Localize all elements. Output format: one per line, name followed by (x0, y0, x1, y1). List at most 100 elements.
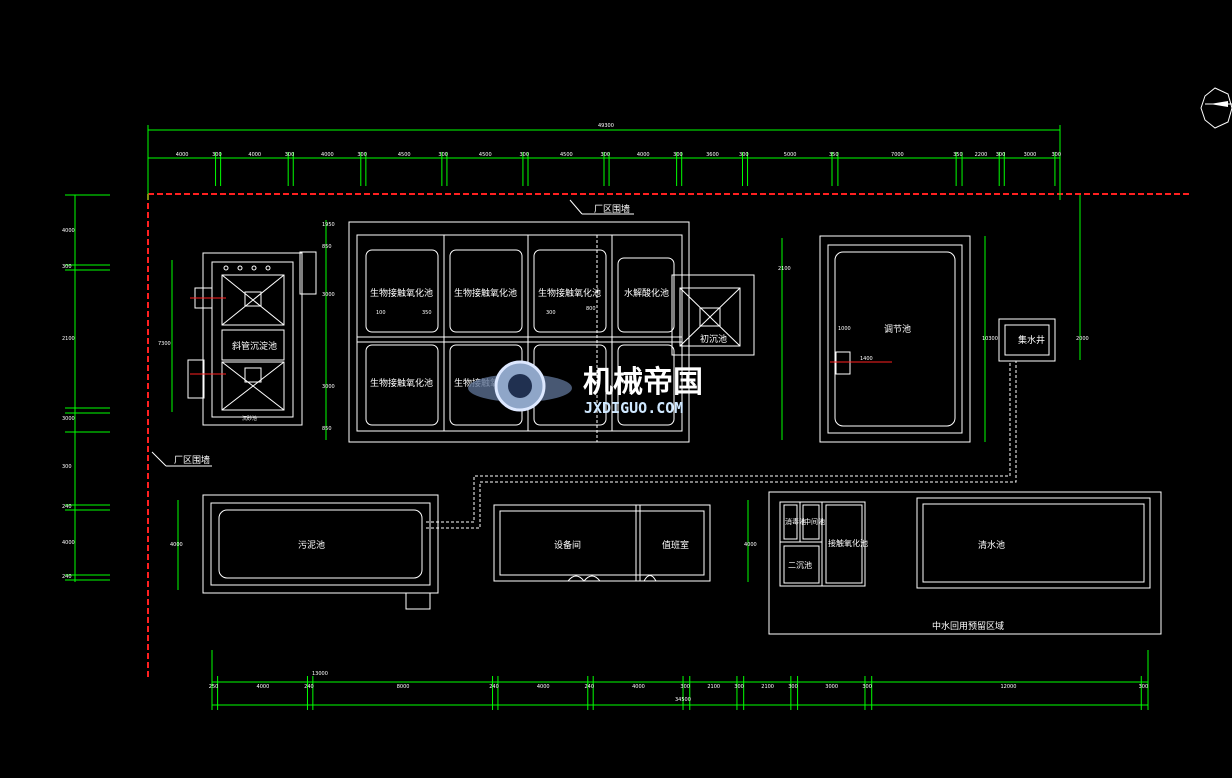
grit-label: 沉砂池 (242, 415, 257, 422)
dim-100: 100 (376, 310, 386, 316)
top-dim: 4000 (637, 152, 650, 158)
sec-settle-label: 二沉池 (788, 560, 812, 570)
pipe-routes (426, 361, 1017, 529)
bottom-dim: 4000 (537, 684, 550, 690)
bio3-label: 生物接触氧化池 (538, 287, 601, 299)
dim-2000: 2000 (1076, 336, 1089, 342)
plant-boundary-wall (147, 193, 1192, 678)
equip-label: 设备间 (554, 539, 581, 551)
watermark-brand: 机械帝国 (583, 365, 703, 400)
top-dim: 4000 (176, 152, 189, 158)
slant-settling-tank: 斜管沉淀池 沉砂池 7300 (158, 251, 317, 426)
dim-1000: 1000 (838, 326, 851, 332)
top-dim: 5000 (784, 152, 797, 158)
dim-300: 300 (546, 310, 556, 316)
wall-label-left: 厂区围墙 (151, 451, 212, 467)
dim-7300: 7300 (158, 341, 171, 347)
top-dim: 300 (519, 152, 529, 158)
duty-label: 值班室 (662, 539, 689, 551)
dim-1400: 1400 (860, 356, 873, 362)
top-dim: 350 (829, 152, 839, 158)
top-dim: 7000 (891, 152, 904, 158)
bottom-dim: 2100 (707, 684, 720, 690)
dim-3000a: 3000 (322, 292, 335, 298)
bottom-dim: 240 (584, 684, 594, 690)
top-dim: 4500 (398, 152, 411, 158)
contact-ox-label: 接触氧化池 (828, 538, 868, 548)
equipment-building: 设备间 值班室 4000 (493, 500, 757, 582)
dim-4000s: 4000 (170, 542, 183, 548)
dim-800: 800 (586, 306, 596, 312)
sump-label: 集水井 (1018, 334, 1045, 346)
left-dim-10: 240 (62, 574, 72, 580)
top-dim: 3000 (1024, 152, 1037, 158)
top-dim: 300 (285, 152, 295, 158)
bottom-left-total-dim: 13000 (312, 671, 328, 677)
top-dim: 300 (673, 152, 683, 158)
bottom-dim: 300 (680, 684, 690, 690)
top-dim: 2200 (975, 152, 988, 158)
left-dim-3: 2100 (62, 336, 75, 342)
left-dim-9: 4000 (62, 540, 75, 546)
bottom-dim: 300 (1139, 684, 1149, 690)
bottom-dim: 4000 (257, 684, 270, 690)
north-arrow-icon (1200, 87, 1232, 129)
bottom-dim: 240 (304, 684, 314, 690)
bottom-dim: 300 (862, 684, 872, 690)
bottom-dim: 4000 (632, 684, 645, 690)
dim-350: 350 (422, 310, 432, 316)
left-dim-1: 4000 (62, 228, 75, 234)
bio-oxidation-block: 生物接触氧化池 生物接触氧化池 生物接触氧化池 水解酸化池 生物接触氧化池 生物… (322, 220, 690, 443)
bio1-label: 生物接触氧化池 (370, 287, 433, 299)
top-dim: 300 (438, 152, 448, 158)
top-dim: 300 (357, 152, 367, 158)
top-dim: 300 (212, 152, 222, 158)
bottom-dim: 300 (788, 684, 798, 690)
top-dim: 300 (996, 152, 1006, 158)
top-dim: 4500 (560, 152, 573, 158)
top-dim: 3600 (706, 152, 719, 158)
dim-4000e: 4000 (744, 542, 757, 548)
top-dim: 300 (1051, 152, 1061, 158)
bottom-dim: 240 (489, 684, 499, 690)
bottom-total-dim: 34500 (675, 697, 691, 703)
bottom-dim: 3000 (825, 684, 838, 690)
dim-10300: 10300 (982, 336, 998, 342)
wall-label-top: 厂区围墙 (569, 199, 634, 215)
clear-water-label: 清水池 (978, 539, 1005, 551)
top-dim: 350 (953, 152, 963, 158)
top-dim: 300 (739, 152, 749, 158)
reuse-area-label: 中水回用预留区域 (932, 620, 1004, 632)
sump-well: 集水井 2000 (998, 195, 1089, 362)
top-dim: 4000 (321, 152, 334, 158)
sludge-tank: 污泥池 4000 (170, 494, 439, 610)
top-dimension-chain: 4000 300 4000 300 4000 300 4500 300 4500 300 4500 3… (147, 123, 1061, 200)
regulate-label: 调节池 (884, 323, 911, 335)
wall-left-text: 厂区围墙 (174, 454, 210, 466)
primary-settling-tank: 初沉池 (671, 274, 755, 356)
bottom-dim: 250 (209, 684, 219, 690)
watermark-url: JXDIGUO.COM (584, 399, 683, 417)
left-dim-8: 240 (62, 504, 72, 510)
dim-1950: 1950 (322, 222, 335, 228)
prim-settle-label: 初沉池 (700, 333, 727, 345)
sludge-label: 污泥池 (298, 539, 325, 551)
bottom-dim: 2100 (761, 684, 774, 690)
top-dim: 300 (601, 152, 611, 158)
hydro-label: 水解酸化池 (624, 287, 669, 299)
left-dim-2: 300 (62, 264, 72, 270)
left-dim-5: 3000 (62, 416, 75, 422)
bottom-dim: 300 (734, 684, 744, 690)
dim-3000b: 3000 (322, 384, 335, 390)
top-dim: 4500 (479, 152, 492, 158)
bio2-label: 生物接触氧化池 (454, 287, 517, 299)
top-dim: 4000 (248, 152, 261, 158)
disinfect-label: 消毒池 (785, 517, 806, 526)
left-dim-7: 300 (62, 464, 72, 470)
left-dimension-chain: 4000 300 2100 3000 300 240 4000 240 (62, 194, 110, 582)
slant-settle-label: 斜管沉淀池 (232, 340, 277, 352)
dim-850: 850 (322, 244, 332, 250)
bio4-label: 生物接触氧化池 (370, 377, 433, 389)
